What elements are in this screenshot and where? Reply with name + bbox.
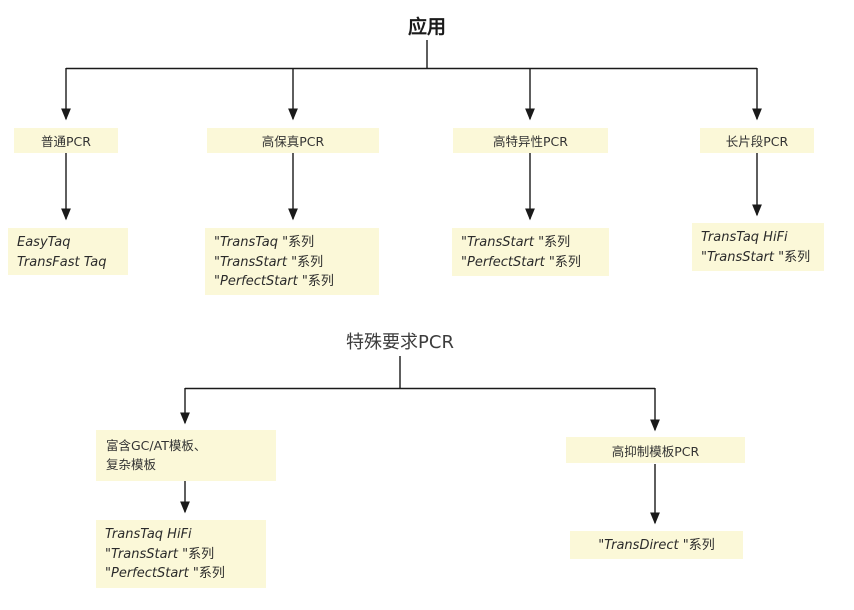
- category-label: 高保真PCR: [261, 134, 325, 149]
- tree1-title: 应用: [407, 16, 446, 38]
- product-line: "PerfectStart "系列: [461, 254, 581, 270]
- product-line: "PerfectStart "系列: [214, 274, 334, 289]
- product-line: TransTaq HiFi: [105, 527, 192, 542]
- product-box-ordinary-pcr: EasyTaq TransFast Taq: [8, 228, 128, 275]
- product-box-gc-at-rich-template: TransTaq HiFi "TransStart "系列 "PerfectSt…: [96, 520, 266, 588]
- category-label: 普通PCR: [41, 134, 91, 149]
- product-line: TransTaq HiFi: [701, 230, 788, 245]
- product-line: "TransStart "系列: [701, 249, 811, 265]
- product-line: "TransDirect "系列: [598, 538, 715, 553]
- product-line: "TransTaq "系列: [214, 235, 315, 250]
- category-label-line: 富含GC/AT模板、: [106, 438, 207, 453]
- category-label: 高特异性PCR: [493, 134, 568, 149]
- product-line: "TransStart "系列: [105, 546, 215, 562]
- category-label-line: 复杂模板: [106, 457, 157, 473]
- product-box-high-inhibitor-template-pcr: "TransDirect "系列: [570, 531, 743, 559]
- category-box-high-specificity-pcr: 高特异性PCR: [453, 128, 608, 153]
- product-line: EasyTaq: [17, 235, 71, 250]
- category-box-long-fragment-pcr: 长片段PCR: [700, 128, 814, 153]
- product-line: "TransStart "系列: [214, 254, 324, 270]
- product-box-high-specificity-pcr: "TransStart "系列 "PerfectStart "系列: [452, 228, 609, 276]
- product-line: "PerfectStart "系列: [105, 566, 225, 581]
- product-line: "TransStart "系列: [461, 235, 571, 250]
- product-line: TransFast Taq: [17, 254, 107, 270]
- category-box-high-inhibitor-template-pcr: 高抑制模板PCR: [566, 437, 745, 463]
- product-box-long-fragment-pcr: TransTaq HiFi "TransStart "系列: [692, 223, 824, 271]
- category-label: 长片段PCR: [725, 134, 789, 149]
- category-box-high-fidelity-pcr: 高保真PCR: [207, 128, 379, 153]
- tree2-title: 特殊要求PCR: [346, 332, 454, 353]
- category-label: 高抑制模板PCR: [611, 443, 700, 459]
- product-box-high-fidelity-pcr: "TransTaq "系列 "TransStart "系列 "PerfectSt…: [205, 228, 379, 295]
- category-box-gc-at-rich-template: 富含GC/AT模板、 复杂模板: [96, 430, 276, 481]
- category-box-ordinary-pcr: 普通PCR: [14, 128, 118, 153]
